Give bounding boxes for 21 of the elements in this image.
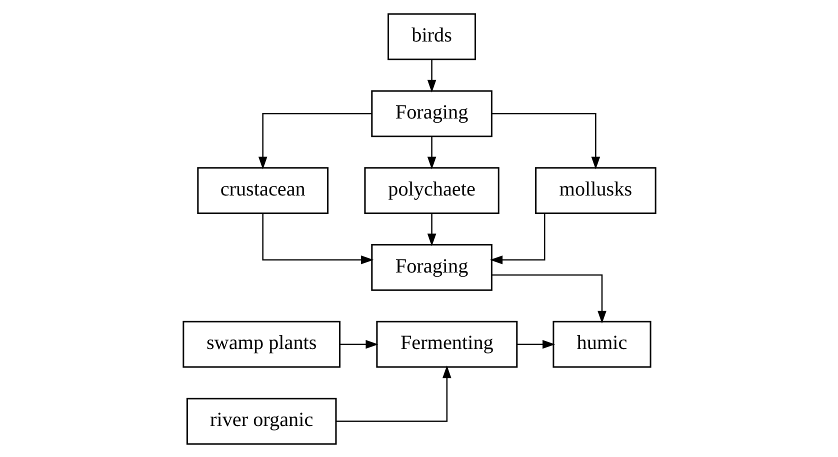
arrow bbox=[491, 274, 606, 324]
node-box: mollusks bbox=[534, 166, 656, 214]
arrow bbox=[491, 112, 600, 169]
node-box: Fermenting bbox=[376, 320, 518, 368]
arrow bbox=[489, 212, 545, 264]
arrow bbox=[426, 136, 436, 169]
node-box: polychaete bbox=[364, 166, 499, 214]
arrow bbox=[258, 112, 372, 169]
arrow bbox=[426, 59, 436, 92]
node-box: Foraging bbox=[370, 90, 492, 137]
arrow bbox=[262, 212, 374, 264]
arrow bbox=[336, 365, 451, 422]
node-box: river organic bbox=[186, 397, 336, 444]
node-box: crustacean bbox=[196, 166, 328, 214]
node-box: Foraging bbox=[370, 244, 492, 290]
node-box: swamp plants bbox=[182, 320, 340, 368]
node-box: birds bbox=[387, 12, 476, 60]
node-box: humic bbox=[552, 320, 651, 368]
arrow bbox=[516, 339, 555, 348]
arrow bbox=[426, 213, 436, 246]
arrow bbox=[340, 339, 378, 348]
